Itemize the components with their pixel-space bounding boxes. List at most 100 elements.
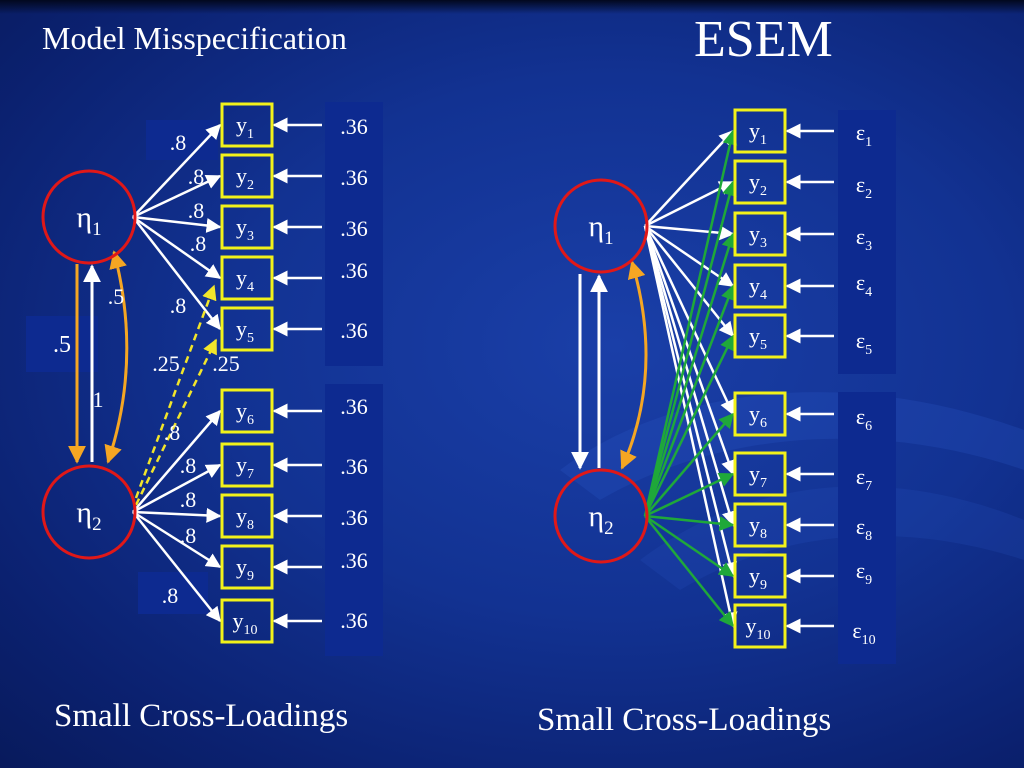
error-panel [838,392,896,664]
indicator-label: y8 [236,503,254,533]
indicator-box [733,603,787,649]
residual-value: .36 [340,454,368,479]
correlation-value: .5 [108,284,125,309]
residual-panel [325,384,383,656]
loading-arrow [132,507,222,523]
indicator-label: y10 [233,608,258,638]
loading-arrow [132,215,222,280]
factor-circle [553,178,649,274]
fixed-path-value: 1 [93,387,104,412]
error-label: ε4 [856,270,872,300]
indicator-label: y2 [236,163,254,193]
error-panel [838,110,896,374]
residual-value: .36 [340,505,368,530]
residual-value: .36 [340,165,368,190]
path-labels: .8.8.8.8.8.8.8.8.8.8.36.36.36.36.36.36.3… [53,114,876,648]
residual-value: .36 [340,258,368,283]
error-label: ε9 [856,558,872,588]
loading-value: .8 [162,583,179,608]
loading-arrow [132,463,222,514]
residual-value: .36 [340,548,368,573]
loading-value: .8 [170,130,187,155]
esem-cross-loading-arrow [644,514,735,532]
indicator-label: y9 [749,563,767,593]
indicator-label: y10 [746,613,771,643]
residual-value: .36 [340,216,368,241]
factor-circle [553,468,649,564]
esem-loading-arrow [644,224,735,288]
esem-loading-arrow [644,129,735,227]
loading-arrow [132,511,221,623]
loading-arrow [132,409,221,513]
left-title: Model Misspecification [42,20,347,56]
factor-circle [41,464,137,560]
indicator-label: y7 [749,461,767,491]
cross-loading-value: .25 [212,351,240,376]
indicator-box [220,255,274,301]
indicator-box [220,102,274,148]
indicator-box [220,153,274,199]
esem-cross-loading-arrow [643,129,738,517]
indicator-box [220,388,274,434]
factor-label: η2 [588,500,613,539]
indicator-box [733,263,787,309]
loading-value: .8 [180,523,197,548]
indicator-label: y6 [236,398,254,428]
swoosh-shape [640,486,1024,590]
indicator-box [733,391,787,437]
loading-value: .8 [170,293,187,318]
error-label: ε5 [856,328,872,358]
cross-loading-value: .25 [152,351,180,376]
esem-cross-loading-arrow [644,412,734,517]
left-caption: Small Cross-Loadings [54,698,349,734]
esem-cross-loading-arrow [644,515,734,628]
indicator-label: y1 [749,118,767,148]
indicator-box [733,159,787,205]
loading-value: .8 [188,198,205,223]
cross-loading-arrow [134,338,218,506]
factor-label: η1 [588,210,613,249]
residual-value: .36 [340,318,368,343]
indicator-box [733,502,787,548]
indicator-label: y3 [749,221,767,251]
error-label: ε1 [856,120,872,150]
loading-value: .8 [164,420,181,445]
esem-cross-loading-arrow [643,180,737,517]
indicator-label: y7 [236,452,254,482]
right-caption: Small Cross-Loadings [537,702,832,738]
esem-cross-loading-arrow [643,284,736,517]
diagram-nodes: η1η2y1y2y3y4y5y6y7y8y9y10η1η2y1y2y3y4y5y… [41,102,787,649]
covariance-curve [620,260,648,470]
loading-arrow [132,174,222,219]
factor-label: η1 [76,201,101,240]
indicator-label: y5 [749,323,767,353]
indicator-label: y2 [749,169,767,199]
indicator-box [220,204,274,250]
factor-label: η2 [76,496,101,535]
esem-cross-loading-arrow [643,334,735,517]
indicator-box [733,108,787,154]
correlation-label-panel [26,316,98,372]
loading-value: .8 [180,453,197,478]
indicator-box [220,442,274,488]
indicator-box [733,211,787,257]
indicator-box [220,493,274,539]
error-label: ε10 [852,618,875,648]
indicator-label: y4 [749,273,767,303]
indicator-label: y1 [236,112,254,142]
right-title: ESEM [694,11,833,68]
esem-loading-arrow [644,225,734,338]
residual-value: .36 [340,114,368,139]
loading-value: .8 [180,487,197,512]
error-label: ε7 [856,464,872,494]
loading-arrow [132,123,222,218]
indicator-box [733,553,787,599]
error-label: ε8 [856,514,872,544]
residual-value: .36 [340,394,368,419]
indicator-box [220,306,274,352]
indicator-label: y3 [236,214,254,244]
loading-arrow [132,216,221,331]
indicator-label: y6 [749,401,767,431]
indicator-box [733,313,787,359]
